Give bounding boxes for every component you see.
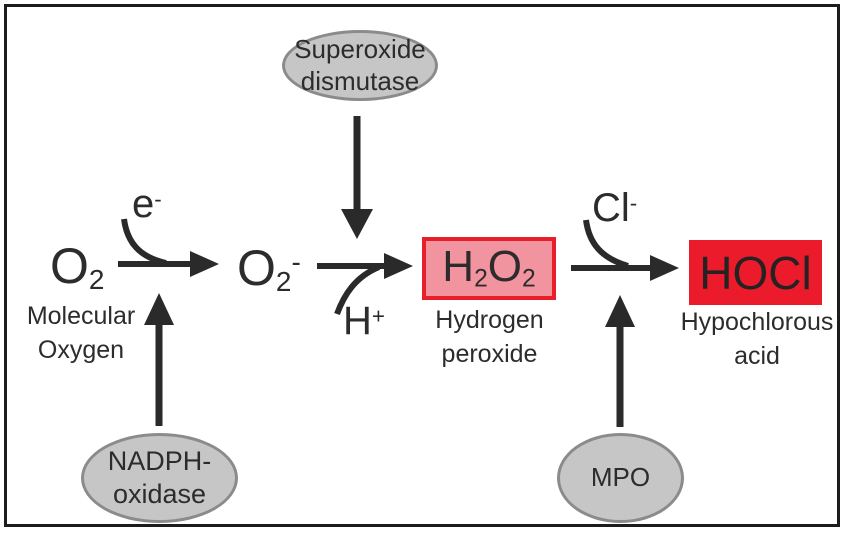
nadph-arrow bbox=[144, 293, 174, 426]
arrow-head bbox=[605, 295, 635, 327]
name-line: Hydrogen bbox=[435, 306, 544, 334]
arrow-head bbox=[650, 255, 679, 281]
arrow-head bbox=[341, 209, 373, 239]
species-hydrogen-peroxide-formula: H2O2 bbox=[442, 241, 536, 293]
formula-base: H bbox=[343, 299, 372, 343]
arrow-head bbox=[190, 251, 219, 277]
cofactor-proton: H+ bbox=[343, 301, 385, 341]
name-line: acid bbox=[734, 341, 780, 370]
formula-base: O bbox=[487, 241, 522, 291]
enzyme-label-line: NADPH- bbox=[107, 446, 212, 477]
species-hypochlorous-acid-formula: HOCl bbox=[699, 246, 812, 299]
formula-subscript: 2 bbox=[88, 264, 105, 296]
enzyme-label-line: Superoxide bbox=[294, 33, 426, 64]
formula-base: H bbox=[442, 241, 475, 291]
enzyme-label-line: dismutase bbox=[300, 65, 420, 96]
reaction-arrow-o2-to-superoxide bbox=[118, 218, 219, 277]
species-superoxide-formula: O2- bbox=[237, 243, 301, 296]
reaction-arrow-superoxide-to-h2o2 bbox=[317, 253, 413, 316]
formula-superscript: - bbox=[154, 186, 162, 212]
chloride-curve bbox=[583, 219, 629, 269]
cofactor-chloride: Cl- bbox=[592, 188, 637, 228]
enzyme-nadph-oxidase: NADPH- oxidase bbox=[81, 433, 238, 523]
sod-arrow bbox=[341, 116, 373, 239]
formula-subscript: 2 bbox=[474, 265, 488, 293]
formula-base: Cl bbox=[592, 186, 630, 230]
reaction-arrow-h2o2-to-hocl bbox=[571, 219, 679, 281]
enzyme-mpo: MPO bbox=[557, 433, 684, 523]
enzyme-superoxide-dismutase: Superoxide dismutase bbox=[282, 30, 438, 101]
species-hydrogen-peroxide-box: H2O2 bbox=[422, 237, 556, 300]
electron-curve bbox=[121, 218, 167, 266]
species-hypochlorous-acid-box: HOCl bbox=[689, 240, 822, 305]
species-hydrogen-peroxide-name: Hydrogen peroxide bbox=[412, 304, 567, 371]
cofactor-electron: e- bbox=[132, 184, 162, 224]
proton-curve bbox=[334, 264, 381, 316]
name-line: Molecular bbox=[26, 302, 136, 330]
formula-superscript: - bbox=[629, 190, 638, 216]
enzyme-label-line: MPO bbox=[590, 462, 651, 493]
arrow-head bbox=[384, 253, 413, 279]
formula-base: O bbox=[237, 240, 276, 296]
species-hypochlorous-acid-name: Hypochlorous acid bbox=[672, 306, 842, 373]
name-line: Hypochlorous bbox=[680, 308, 834, 336]
name-line: peroxide bbox=[441, 339, 538, 368]
enzyme-label-line: oxidase bbox=[112, 479, 207, 509]
species-molecular-oxygen-formula: O2 bbox=[50, 241, 104, 294]
species-molecular-oxygen-name: Molecular Oxygen bbox=[15, 300, 147, 367]
name-line: Oxygen bbox=[37, 335, 125, 364]
formula-subscript: 2 bbox=[275, 266, 292, 298]
formula-base: O bbox=[50, 238, 89, 294]
diagram-frame bbox=[4, 4, 840, 527]
mpo-arrow bbox=[605, 295, 635, 427]
formula-superscript: - bbox=[291, 246, 301, 278]
formula-subscript: 2 bbox=[522, 265, 536, 293]
formula-base: e bbox=[132, 182, 155, 226]
arrow-head bbox=[144, 293, 174, 325]
formula-superscript: + bbox=[371, 303, 385, 329]
